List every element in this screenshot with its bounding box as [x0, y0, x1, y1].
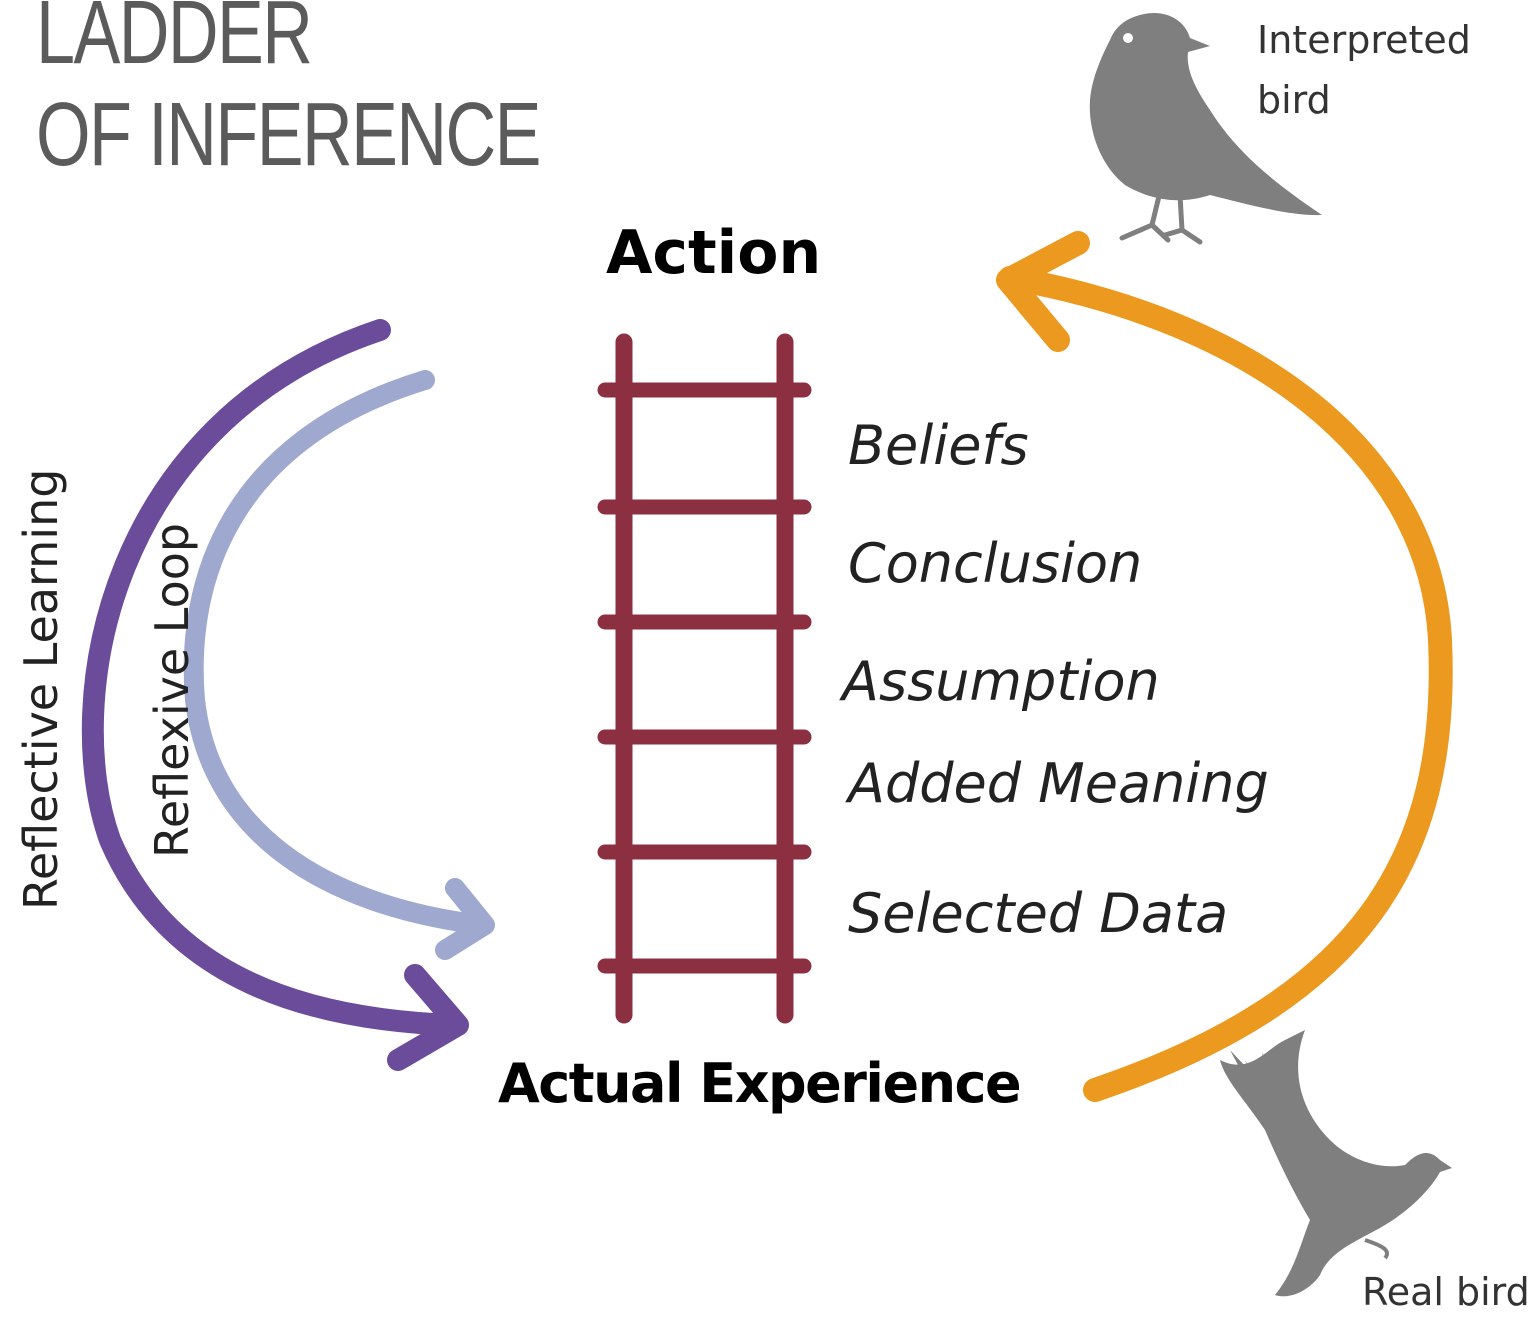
interpreted-bird-label-line-2: bird	[1257, 78, 1331, 122]
rung-label-conclusion: Conclusion	[848, 532, 1143, 595]
reflective-learning-label: Reflective Learning	[14, 468, 68, 910]
interpreted-bird-label: Interpreted bird	[1257, 10, 1471, 130]
reflexive-loop-arc	[183, 370, 492, 935]
rung-label-added-meaning: Added Meaning	[848, 752, 1269, 815]
real-bird-icon	[1220, 1030, 1452, 1297]
action-label: Action	[606, 218, 822, 288]
interpreted-bird-label-line-1: Interpreted	[1257, 18, 1471, 62]
action-arrow-arrowhead	[996, 231, 1090, 352]
interpreted-bird-icon	[1089, 12, 1322, 245]
ladder	[597, 333, 812, 1024]
title-line-1: LADDER	[36, 0, 313, 83]
rung-label-assumption: Assumption	[842, 650, 1160, 713]
reflexive-loop-label: Reflexive Loop	[145, 522, 199, 858]
reflective-learning-arrowhead	[387, 964, 469, 1071]
rung-label-selected-data: Selected Data	[848, 882, 1229, 945]
actual-experience-label: Actual Experience	[498, 1052, 1022, 1115]
title-line-2: OF INFERENCE	[36, 85, 541, 185]
reflective-learning-arrow	[81, 319, 469, 1071]
reflexive-loop-arrow	[183, 370, 495, 960]
action-arrow-arc	[998, 266, 1453, 1102]
reflexive-loop-arrowhead	[435, 878, 495, 960]
rung-label-beliefs: Beliefs	[848, 414, 1029, 477]
reflective-learning-arc	[81, 319, 466, 1036]
action-arrow	[996, 231, 1453, 1102]
real-bird-label: Real bird	[1362, 1270, 1530, 1314]
